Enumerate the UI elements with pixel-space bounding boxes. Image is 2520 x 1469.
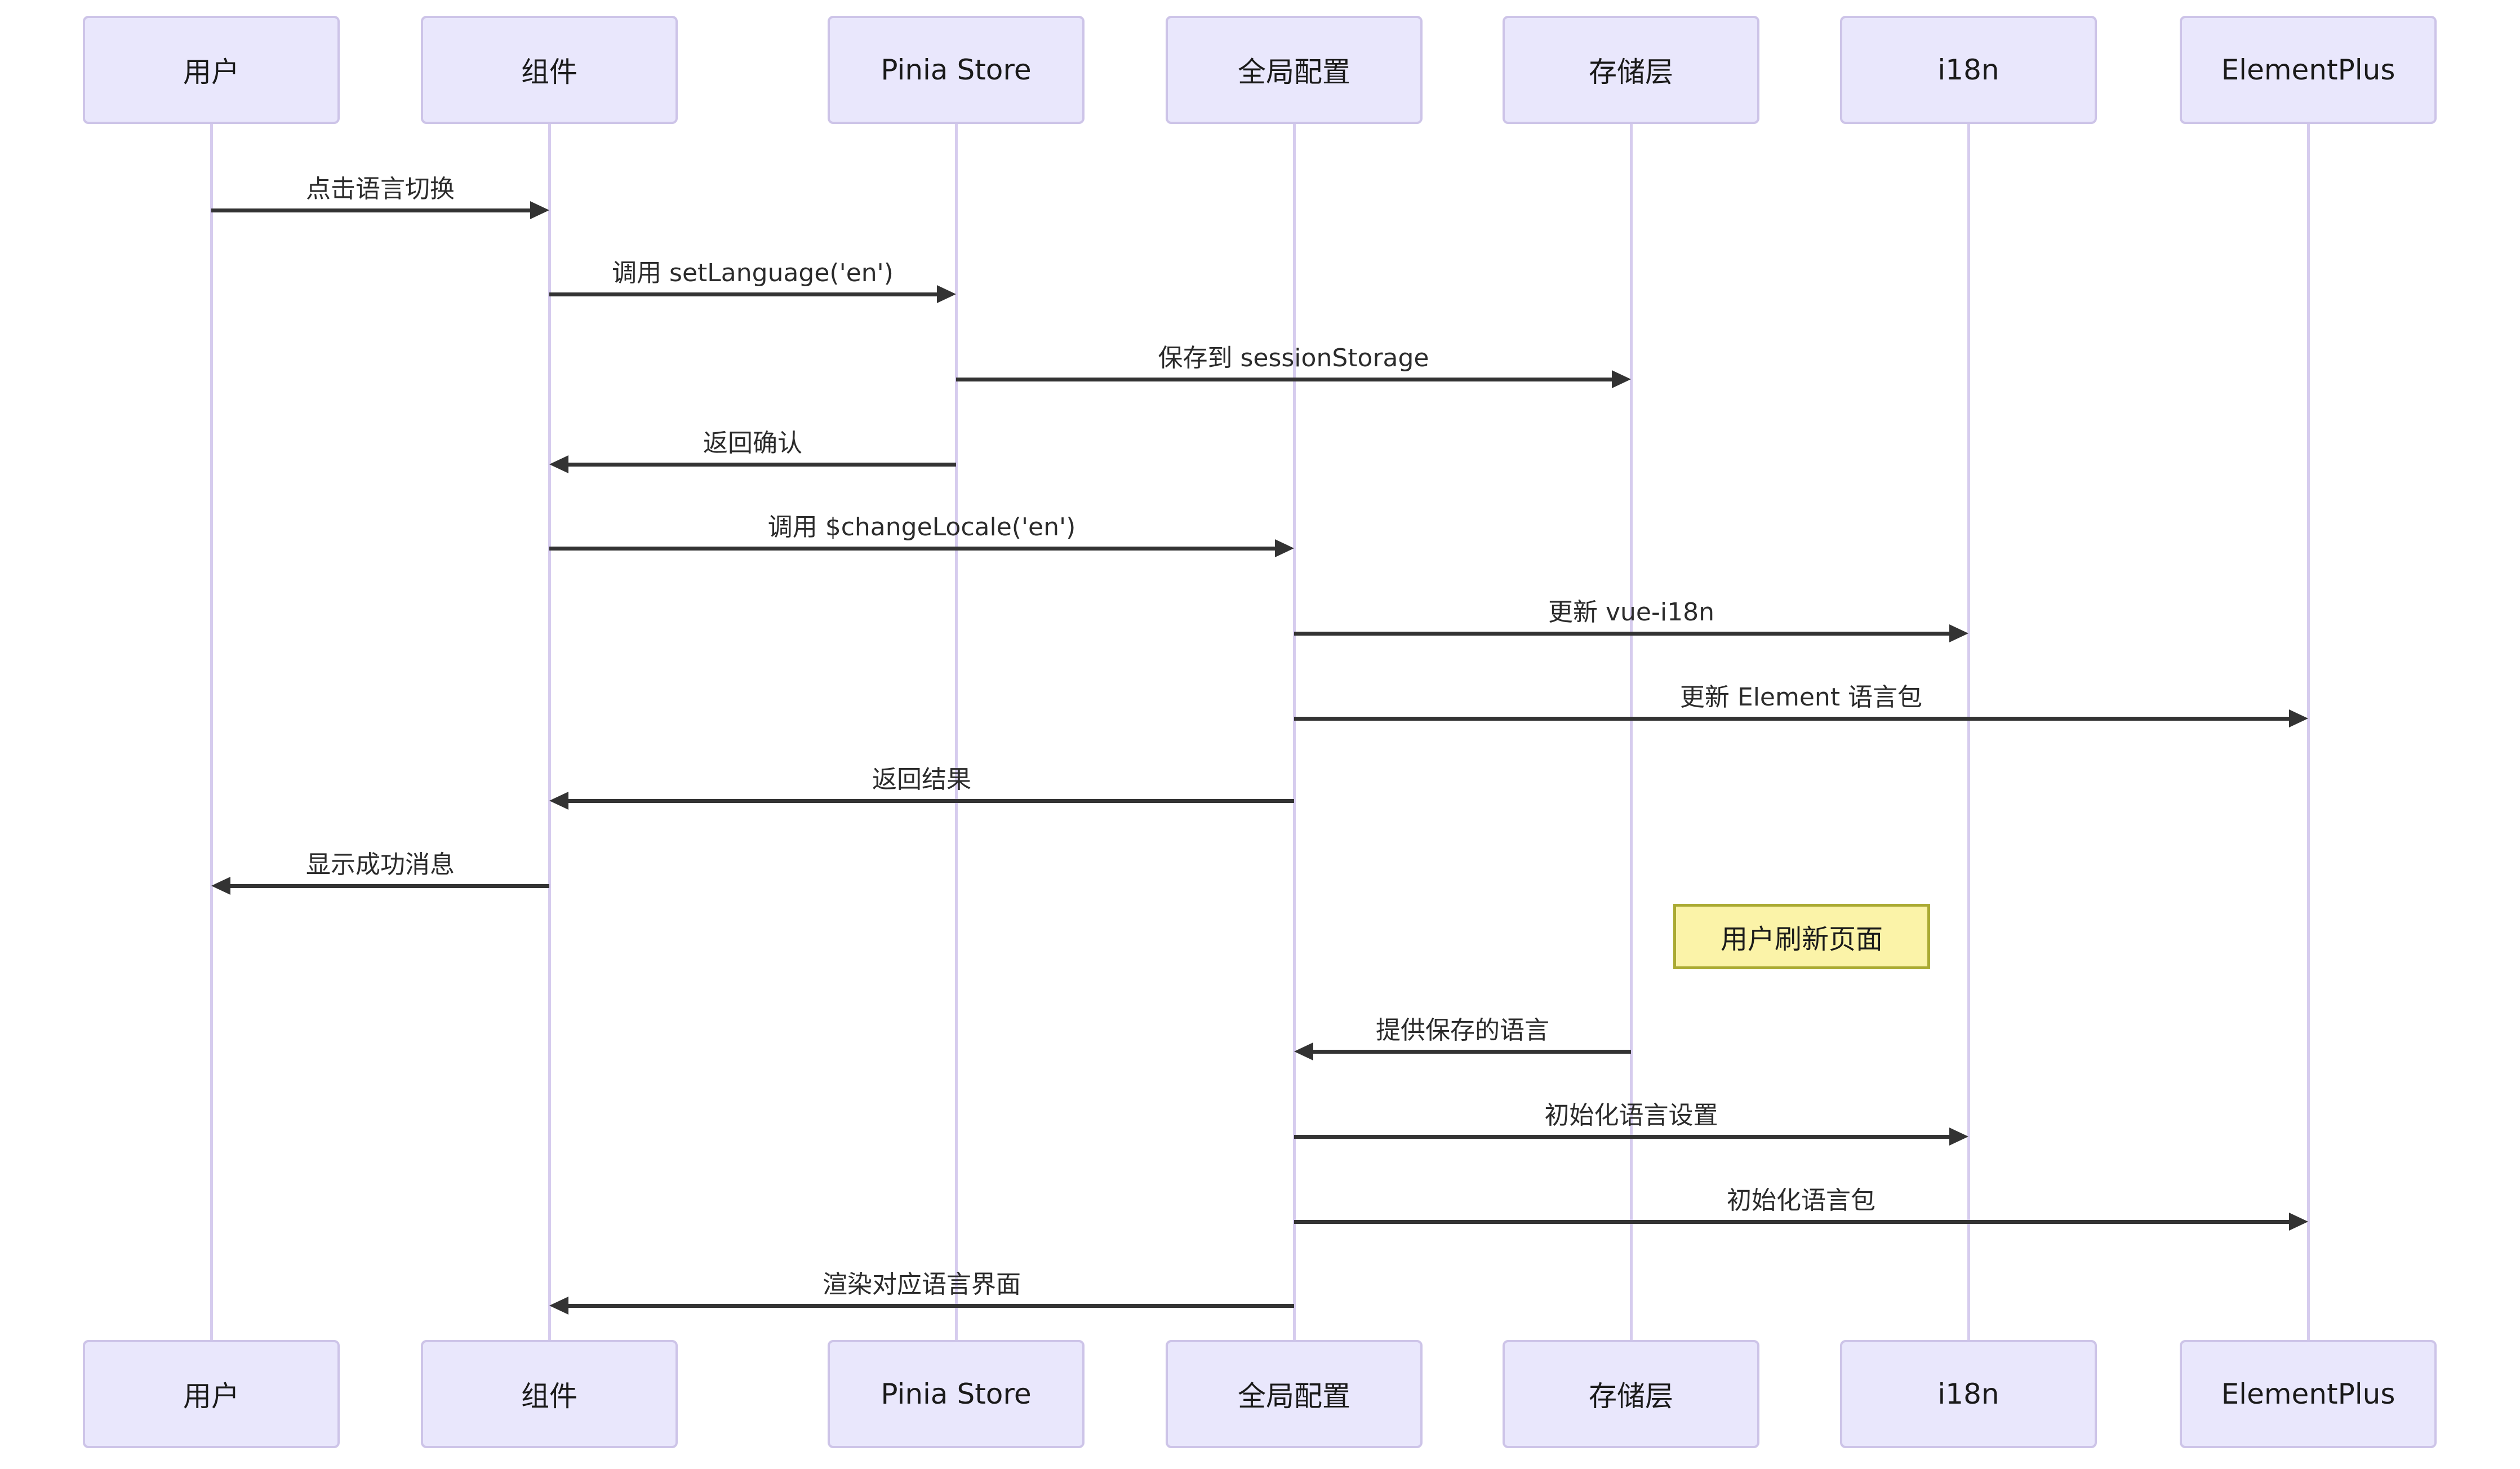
arrow-right-icon — [1612, 370, 1631, 388]
arrow-left-icon — [211, 877, 230, 895]
message-show-success: 显示成功消息 — [211, 846, 549, 896]
message-line — [211, 208, 534, 212]
message-update-vue-i18n: 更新 vue-i18n — [1294, 594, 1968, 643]
message-label: 初始化语言设置 — [1544, 1101, 1718, 1130]
actor-global-config-bottom: 全局配置 — [1166, 1340, 1423, 1448]
arrow-left-icon — [549, 792, 568, 810]
message-label: 提供保存的语言 — [1376, 1016, 1549, 1045]
actor-component-bottom: 组件 — [421, 1340, 678, 1448]
arrow-left-icon — [549, 455, 568, 473]
lifeline-component — [548, 124, 551, 1340]
actor-label: 组件 — [521, 56, 577, 88]
actor-label: ElementPlus — [2221, 1378, 2395, 1410]
message-label: 点击语言切换 — [306, 175, 455, 203]
message-label: 保存到 sessionStorage — [1158, 344, 1429, 372]
message-set-language: 调用 setLanguage('en') — [549, 255, 956, 304]
actor-label: Pinia Store — [881, 54, 1032, 86]
actor-label: 组件 — [521, 1380, 577, 1413]
arrow-right-icon — [2289, 709, 2308, 727]
actor-element-plus-top: ElementPlus — [2180, 16, 2437, 124]
actor-storage-layer-top: 存储层 — [1503, 16, 1759, 124]
message-label: 显示成功消息 — [306, 850, 455, 879]
message-line — [1294, 632, 1953, 636]
message-label: 返回结果 — [872, 765, 971, 794]
actor-label: Pinia Store — [881, 1378, 1032, 1410]
arrow-left-icon — [1294, 1042, 1313, 1060]
message-return-result: 返回结果 — [549, 761, 1294, 811]
message-line — [549, 292, 940, 296]
lifeline-user — [210, 124, 213, 1340]
message-line — [227, 884, 549, 888]
message-label: 返回确认 — [703, 429, 802, 458]
arrow-right-icon — [1949, 624, 1968, 642]
message-label: 初始化语言包 — [1727, 1186, 1875, 1215]
actor-user-bottom: 用户 — [83, 1340, 340, 1448]
message-update-element-pack: 更新 Element 语言包 — [1294, 679, 2308, 729]
message-line — [1294, 717, 2292, 721]
message-line — [549, 547, 1278, 551]
note-label: 用户刷新页面 — [1720, 924, 1883, 955]
actor-label: ElementPlus — [2221, 54, 2395, 86]
message-line — [565, 463, 956, 467]
message-save-session-storage: 保存到 sessionStorage — [956, 340, 1631, 389]
message-provide-saved-language: 提供保存的语言 — [1294, 1012, 1631, 1062]
message-line — [1294, 1135, 1953, 1139]
actor-pinia-store-bottom: Pinia Store — [828, 1340, 1085, 1448]
message-click-language-switch: 点击语言切换 — [211, 171, 549, 220]
message-line — [565, 1304, 1294, 1308]
lifeline-i18n — [1967, 124, 1970, 1340]
lifeline-element-plus — [2307, 124, 2310, 1340]
actor-global-config-top: 全局配置 — [1166, 16, 1423, 124]
message-line — [565, 799, 1294, 803]
message-label: 更新 vue-i18n — [1548, 598, 1714, 627]
arrow-right-icon — [1949, 1128, 1968, 1146]
actor-i18n-top: i18n — [1840, 16, 2097, 124]
actor-user-top: 用户 — [83, 16, 340, 124]
lifeline-pinia-store — [955, 124, 958, 1340]
actor-label: 用户 — [183, 1380, 239, 1413]
message-render-language-ui: 渲染对应语言界面 — [549, 1266, 1294, 1316]
arrow-right-icon — [530, 201, 549, 219]
message-return-confirm: 返回确认 — [549, 425, 956, 474]
message-init-language-setting: 初始化语言设置 — [1294, 1097, 1968, 1147]
actor-label: i18n — [1937, 1378, 1999, 1410]
actor-label: 全局配置 — [1238, 1380, 1350, 1413]
message-label: 调用 $changeLocale('en') — [767, 513, 1076, 542]
message-line — [1294, 1220, 2292, 1224]
message-label: 渲染对应语言界面 — [823, 1270, 1021, 1299]
actor-pinia-store-top: Pinia Store — [828, 16, 1085, 124]
message-label: 调用 setLanguage('en') — [612, 259, 894, 287]
actor-component-top: 组件 — [421, 16, 678, 124]
actor-label: 用户 — [183, 56, 239, 88]
arrow-right-icon — [2289, 1213, 2308, 1231]
actor-storage-layer-bottom: 存储层 — [1503, 1340, 1759, 1448]
actor-label: 存储层 — [1589, 1380, 1673, 1413]
message-label: 更新 Element 语言包 — [1679, 683, 1923, 712]
actor-i18n-bottom: i18n — [1840, 1340, 2097, 1448]
message-line — [1310, 1050, 1631, 1054]
message-change-locale: 调用 $changeLocale('en') — [549, 509, 1294, 558]
arrow-left-icon — [549, 1297, 568, 1315]
lifeline-storage-layer — [1630, 124, 1633, 1340]
message-init-language-pack: 初始化语言包 — [1294, 1182, 2308, 1232]
actor-label: 全局配置 — [1238, 56, 1350, 88]
note-user-refresh: 用户刷新页面 — [1673, 904, 1930, 969]
arrow-right-icon — [937, 285, 956, 303]
actor-label: i18n — [1937, 54, 1999, 86]
message-line — [956, 378, 1615, 381]
actor-element-plus-bottom: ElementPlus — [2180, 1340, 2437, 1448]
lifeline-global-config — [1293, 124, 1296, 1340]
actor-label: 存储层 — [1589, 56, 1673, 88]
arrow-right-icon — [1275, 539, 1294, 557]
